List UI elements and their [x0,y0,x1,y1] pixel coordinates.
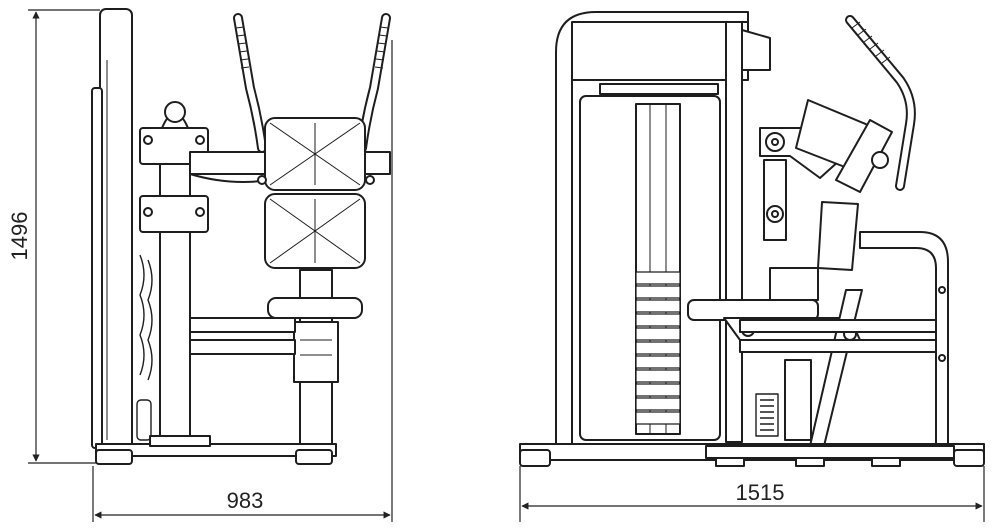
side-view [91,8,391,465]
front-weight-plates [635,271,681,425]
side-width-label: 983 [227,488,264,513]
side-cable-detail [136,254,153,441]
side-center-column [159,127,191,451]
front-lower-pad [817,201,859,271]
side-handle-grips [235,26,389,69]
front-view [519,11,985,467]
front-spring-detail [755,393,779,437]
height-dimension [28,9,100,464]
front-rear-column [725,21,743,443]
front-upper-pad [835,119,893,193]
front-width-dimension [519,466,985,522]
side-rear-column [99,8,133,451]
height-dimension-label: 1496 [7,212,32,261]
front-width-label: 1515 [736,480,785,505]
side-seat [267,297,363,319]
side-width-dimension [92,40,393,522]
